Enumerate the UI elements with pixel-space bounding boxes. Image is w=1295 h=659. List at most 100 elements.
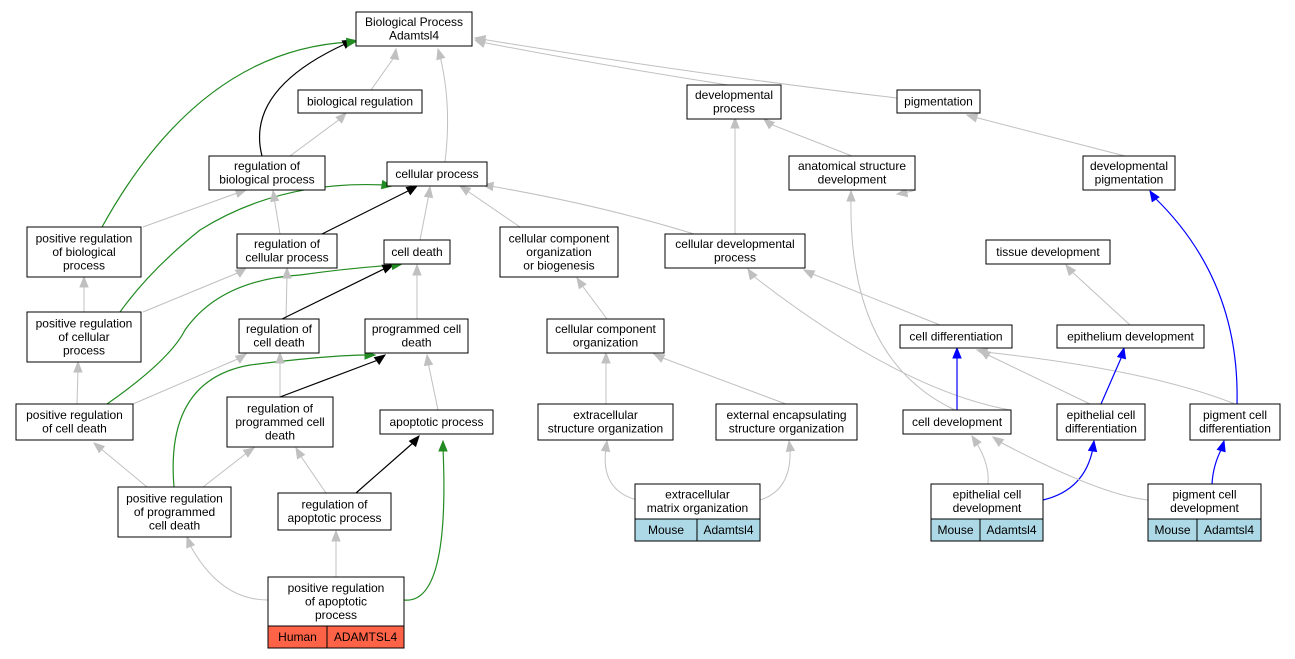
arrowhead-44	[295, 446, 306, 460]
term-label-line: regulation of	[246, 322, 313, 336]
term-label-line: cell death	[149, 518, 200, 532]
go-term-celldeath[interactable]: cell death	[383, 239, 451, 265]
term-box	[226, 396, 334, 448]
arrowhead-31	[275, 351, 285, 364]
term-label-line: process	[714, 251, 756, 265]
arrowhead-16	[730, 116, 740, 129]
edge-10	[273, 196, 281, 235]
term-label-line: regulation of	[247, 401, 314, 415]
arrowhead-0	[389, 47, 400, 61]
gene-label: Adamtsl4	[703, 523, 753, 537]
term-label-line: cell death	[253, 336, 304, 350]
go-term-tissuedev[interactable]: tissue development	[985, 239, 1111, 265]
species-label: Human	[278, 630, 317, 644]
edge-38	[984, 351, 1236, 405]
go-term-cellproc[interactable]: cellular process	[386, 161, 488, 187]
term-box	[1056, 324, 1205, 349]
edge-28	[76, 369, 79, 405]
term-label-line: cellular process	[395, 167, 478, 181]
term-label-line: of programmed	[134, 505, 215, 519]
term-box	[537, 403, 674, 441]
term-label-line: organization	[573, 336, 638, 350]
go-term-celldiff[interactable]: cell differentiation	[899, 324, 1013, 349]
term-box	[386, 161, 488, 187]
gene-cell	[1196, 518, 1262, 542]
term-box	[26, 226, 142, 278]
edge-12	[419, 193, 430, 241]
edge-21	[281, 267, 387, 320]
term-label-line: organization	[526, 245, 591, 259]
arrowheads-layer	[73, 35, 1226, 549]
edge-45	[355, 441, 415, 494]
go-term-celldev[interactable]: cell development	[902, 409, 1012, 435]
go-term-apop[interactable]: apoptotic process	[379, 409, 494, 435]
arrowhead-38	[975, 347, 989, 358]
arrowhead-21	[381, 264, 395, 274]
arrowhead-17	[895, 187, 909, 198]
edge-30	[106, 264, 396, 405]
species-label: Mouse	[648, 523, 684, 537]
edge-47	[759, 447, 791, 501]
go-term-epidev[interactable]: epithelium development	[1056, 324, 1205, 349]
edge-48	[975, 441, 989, 485]
term-box	[236, 233, 338, 269]
term-label-line: of cell death	[42, 422, 107, 436]
edge-2	[480, 38, 898, 99]
term-label-line: pigmentation	[1095, 173, 1164, 187]
term-label-line: positive regulation	[288, 581, 385, 595]
term-label-line: developmental	[1090, 159, 1168, 173]
term-box	[238, 318, 320, 354]
term-label-line: extracellular	[573, 408, 638, 422]
edge-32	[279, 359, 379, 398]
term-label-line: apoptotic process	[287, 511, 381, 525]
term-box	[788, 155, 916, 191]
term-label-line: of cellular	[58, 330, 109, 344]
edge-52	[189, 544, 269, 601]
edge-26	[751, 274, 1011, 411]
term-label-line: pigment cell	[1172, 488, 1236, 502]
term-label-line: process	[63, 258, 105, 272]
term-label-line: development	[953, 501, 1022, 515]
edge-23	[580, 283, 608, 320]
edge-14	[489, 185, 695, 235]
go-term-bioreg[interactable]: biological regulation	[297, 89, 423, 114]
edge-11	[321, 189, 411, 235]
term-label-line: differentiation	[1065, 422, 1137, 436]
edge-25	[1069, 269, 1131, 326]
arrowhead-49	[1087, 439, 1098, 453]
arrowhead-40	[1149, 189, 1160, 203]
term-label-line: external encapsulating	[726, 408, 846, 422]
edge-4	[289, 118, 341, 157]
term-label-line: epithelium development	[1067, 329, 1194, 343]
go-term-pigment[interactable]: pigmentation	[896, 89, 981, 114]
arrowhead-45	[408, 434, 420, 448]
term-label-line: positive regulation	[26, 408, 123, 422]
arrowhead-18	[79, 275, 89, 288]
